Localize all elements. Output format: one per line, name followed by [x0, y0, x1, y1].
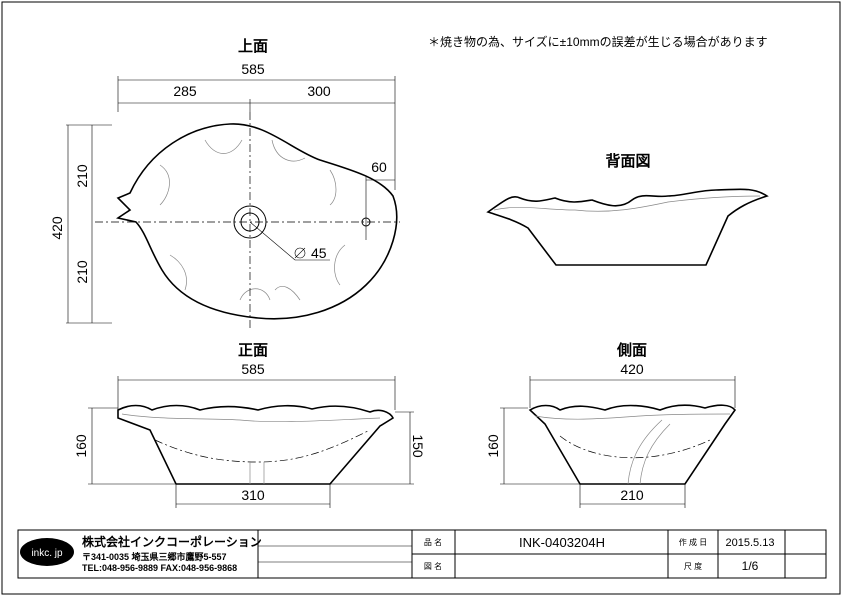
dim-front-height-right: 150	[410, 434, 426, 458]
tolerance-note: ＊焼き物の為、サイズに±10mmの誤差が生じる場合があります	[428, 34, 768, 49]
side-view: 側面 420 160 210	[485, 341, 737, 508]
dim-side-width: 420	[620, 361, 644, 377]
dim-left-width: 285	[173, 83, 197, 99]
back-view: 背面図	[486, 152, 769, 266]
product-name-label: 品 名	[424, 537, 442, 547]
dim-upper-height: 210	[74, 164, 90, 188]
side-view-outline	[528, 404, 737, 485]
company-logo	[20, 538, 74, 566]
drain-inner-circle	[240, 212, 260, 232]
back-view-title: 背面図	[605, 152, 650, 170]
dim-side-height: 160	[485, 434, 501, 458]
front-view: 正面 585 160 150 310	[73, 342, 426, 508]
dim-side-base: 210	[620, 487, 644, 503]
dim-front-height-left: 160	[73, 434, 89, 458]
scale-value: 1/6	[742, 559, 759, 573]
side-view-title: 側面	[616, 341, 647, 359]
dim-overflow-offset: 60	[371, 159, 387, 175]
date-value: 2015.5.13	[726, 537, 775, 549]
product-name: INK-0403204H	[519, 535, 605, 550]
company-address: 〒341-0035 埼玉県三郷市鷹野5-557	[82, 551, 227, 562]
dim-drain-diameter: 45	[311, 245, 327, 261]
title-block: inkc. jp 株式会社インクコーポレーション 〒341-0035 埼玉県三郷…	[17, 529, 827, 579]
dim-right-width: 300	[307, 83, 331, 99]
front-view-outline	[117, 404, 395, 485]
dim-front-width: 585	[241, 361, 265, 377]
drawing-name-label: 図 名	[424, 561, 442, 571]
dim-total-width: 585	[241, 61, 265, 77]
top-basin-outline	[115, 123, 398, 320]
overflow-hole	[361, 217, 371, 227]
dim-lower-height: 210	[74, 260, 90, 284]
back-view-outline	[486, 188, 769, 266]
scale-label: 尺 度	[684, 561, 702, 571]
dim-front-base: 310	[241, 487, 265, 503]
drain-outer-circle	[233, 205, 267, 239]
company-contact: TEL:048-956-9889 FAX:048-956-9868	[82, 563, 237, 573]
top-view-title: 上面	[238, 38, 268, 55]
dim-total-height: 420	[49, 216, 65, 240]
date-label: 作 成 日	[679, 537, 707, 547]
front-view-title: 正面	[238, 342, 268, 359]
company-name: 株式会社インクコーポレーション	[82, 534, 262, 549]
company-logo-text: inkc. jp	[31, 548, 63, 559]
top-view: 上面 585 285 300 420 210 210 60	[49, 38, 400, 330]
